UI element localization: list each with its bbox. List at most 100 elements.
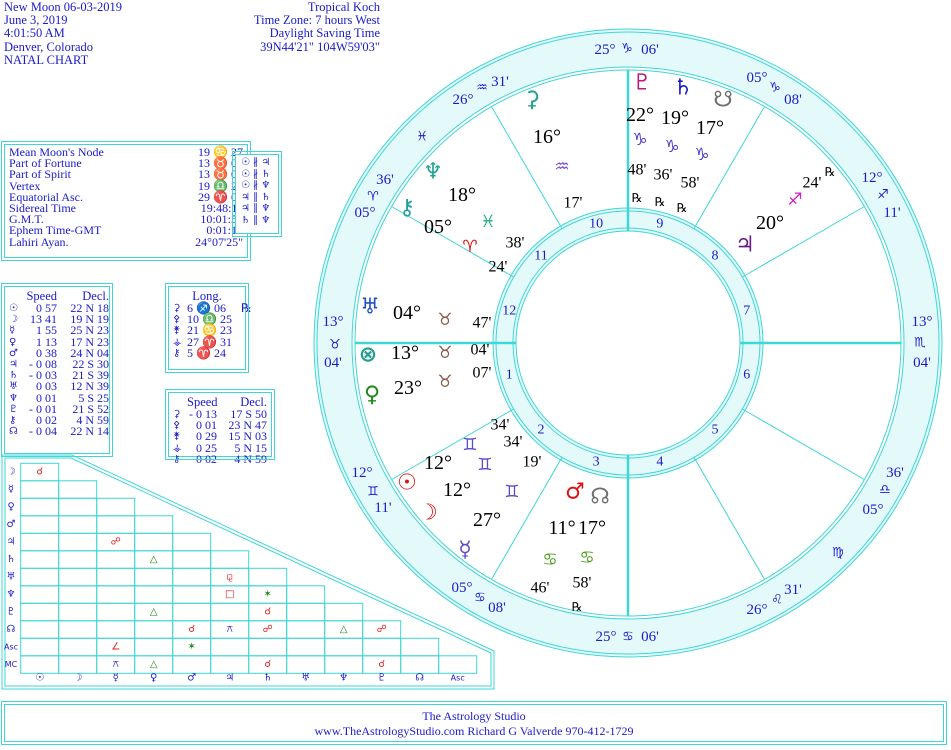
- planet-ceres[interactable]: ⚳16°♒17': [524, 88, 583, 212]
- parallels-table: ☉ ∦ ♃☉ ∦ ♄☉ ∦ ♆♃ ∥ ♄♃ ∥ ♆♄ ∥ ♆: [232, 151, 282, 237]
- cusp-degree: 26°: [747, 602, 768, 618]
- planet-south-node[interactable]: ☋17°♑58'℞: [677, 88, 733, 216]
- aspect-glyph-icon[interactable]: △: [340, 624, 348, 635]
- planet-jupiter[interactable]: ♃20°♐24'℞: [735, 165, 835, 258]
- studio-contact: www.TheAstrologyStudio.com Richard G Val…: [314, 724, 634, 738]
- planet-degree: 16°: [533, 126, 561, 148]
- planet-sign-icon: ♑: [694, 145, 709, 165]
- planet-minute: 38': [506, 235, 525, 252]
- aspect-glyph-icon[interactable]: ☌: [188, 624, 195, 635]
- planet-glyph-icon: ⚵: [173, 431, 181, 443]
- aspect-cell: [324, 637, 364, 657]
- longitude-value: 6 ♐ 06: [187, 301, 226, 315]
- planet-sign-icon: ♐: [787, 190, 802, 210]
- cusp-degree: 13°: [912, 314, 933, 330]
- aspect-glyph-icon[interactable]: ⚼: [226, 572, 233, 583]
- aspect-cell: [96, 602, 136, 622]
- planet-venus[interactable]: ♀23°♉07': [364, 365, 492, 408]
- decl-value: 21 S 52: [72, 401, 109, 416]
- cusp-degree: 05°: [452, 580, 473, 596]
- planet-glyph-icon: ♀: [9, 336, 17, 348]
- planet-uranus[interactable]: ♅04°♉47': [360, 295, 491, 332]
- aspect-cell: [20, 480, 60, 499]
- planet-glyph-icon: ⚳: [173, 409, 181, 420]
- planet-sun[interactable]: ☉12°♊34': [397, 417, 509, 496]
- aspect-glyph-icon[interactable]: ☌: [264, 659, 271, 670]
- house-number-8: 8: [711, 249, 718, 264]
- speed-value: 0 25: [196, 440, 217, 455]
- planet-north-node[interactable]: ☊17°♋58'℞: [572, 485, 610, 615]
- aspect-grid: ☽☿♀♂♃♄♅♆♇☊AscMC☉☽☿♀♂♃♄♅♆♇☊Asc☌☍△⚼□✶△☌☌⚻☍…: [4, 462, 478, 684]
- aspect-row-label: ☊: [7, 624, 16, 635]
- planet-degree: 11°: [548, 517, 575, 539]
- aspect-cell: [20, 637, 60, 657]
- aspect-cell: [20, 497, 60, 517]
- info-row: Lahiri Ayan.24°07'25": [5, 236, 247, 248]
- aspect-glyph-icon[interactable]: ⚻: [112, 659, 119, 670]
- cusp-minute: 04': [913, 355, 931, 371]
- cusp-label-dsc: 13°♏04': [912, 314, 933, 371]
- planet-chiron[interactable]: ⚷05°♈24': [399, 196, 508, 276]
- aspect-glyph-icon[interactable]: □: [225, 589, 234, 600]
- speed-header: Speed: [26, 289, 57, 303]
- aspect-cell: [134, 585, 174, 604]
- planet-saturn[interactable]: ♄19°♑36'℞: [654, 76, 693, 210]
- aspect-glyph-icon[interactable]: △: [150, 607, 158, 618]
- decl-value: 5 N 15: [234, 440, 267, 455]
- planet-moon[interactable]: ☽12°♊34': [418, 434, 522, 526]
- south-node-icon: ☋: [713, 88, 733, 113]
- aspect-glyph-icon[interactable]: ☌: [378, 659, 385, 670]
- aspect-glyph-icon[interactable]: ☌: [36, 467, 43, 478]
- planet-minute: 46': [531, 580, 550, 597]
- decl-header: Decl.: [240, 395, 267, 409]
- aspect-glyph-icon[interactable]: ☌: [264, 607, 271, 618]
- planet-mars[interactable]: ♂11°♋46': [531, 480, 585, 597]
- chart-date: June 3, 2019: [4, 13, 68, 28]
- mercury-icon: ☿: [458, 538, 472, 563]
- aspect-cell: [20, 655, 60, 674]
- uranus-icon: ♅: [360, 295, 380, 320]
- aspect-glyph-icon[interactable]: △: [150, 659, 158, 670]
- aspect-glyph-icon[interactable]: ☍: [263, 624, 273, 635]
- table-row: ⚶27 ♈ 31: [169, 335, 245, 348]
- aspect-glyph-icon[interactable]: △: [150, 554, 158, 565]
- aspect-cell: [58, 497, 98, 517]
- planet-pluto[interactable]: ♇22°♑48'℞: [626, 71, 654, 206]
- cusp-degree: 25°: [595, 42, 616, 58]
- aspect-glyph-icon[interactable]: ∠: [111, 642, 120, 653]
- planet-degree: 18°: [448, 184, 476, 206]
- aspect-glyph-icon[interactable]: ☍: [377, 624, 387, 635]
- asteroid-glyph-icon: ⚷: [173, 347, 181, 359]
- planet-neptune[interactable]: ♆18°♓38': [423, 160, 524, 252]
- decl-value: 5 S 25: [78, 390, 109, 405]
- planet-part-of-fortune[interactable]: ⊗13°♉04': [359, 342, 490, 368]
- aspect-cell: [20, 532, 60, 552]
- aspect-glyph-icon[interactable]: ☍: [111, 537, 121, 548]
- aspect-glyph-icon[interactable]: ✶: [188, 642, 196, 653]
- aspect-cell: [210, 602, 250, 622]
- aspect-glyph-icon[interactable]: ⚻: [226, 624, 233, 635]
- planet-minute: 19': [523, 454, 542, 471]
- aspect-cell: [58, 550, 98, 569]
- speed-header: Speed: [187, 395, 218, 409]
- aspect-glyph-icon[interactable]: ✶: [264, 589, 272, 600]
- retrograde-icon: ℞: [572, 600, 583, 614]
- cusp-minute: 36': [376, 172, 394, 188]
- aspect-cell: [172, 532, 212, 552]
- dst: Daylight Saving Time: [269, 26, 380, 41]
- aspect-cell: [286, 637, 326, 657]
- parallel-aspect: ☉ ∦ ♄: [241, 168, 271, 180]
- house-cusp-line-5: [693, 457, 765, 580]
- cusp-minute: 08': [784, 92, 802, 108]
- planet-mercury[interactable]: ☿27°♊19': [458, 454, 541, 563]
- speed-value: 1 55: [36, 323, 57, 338]
- table-row: ⚴10 ♎ 25: [169, 313, 245, 325]
- parallel-aspect: ♃ ∥ ♄: [241, 191, 271, 203]
- cusp-degree: 12°: [352, 465, 373, 481]
